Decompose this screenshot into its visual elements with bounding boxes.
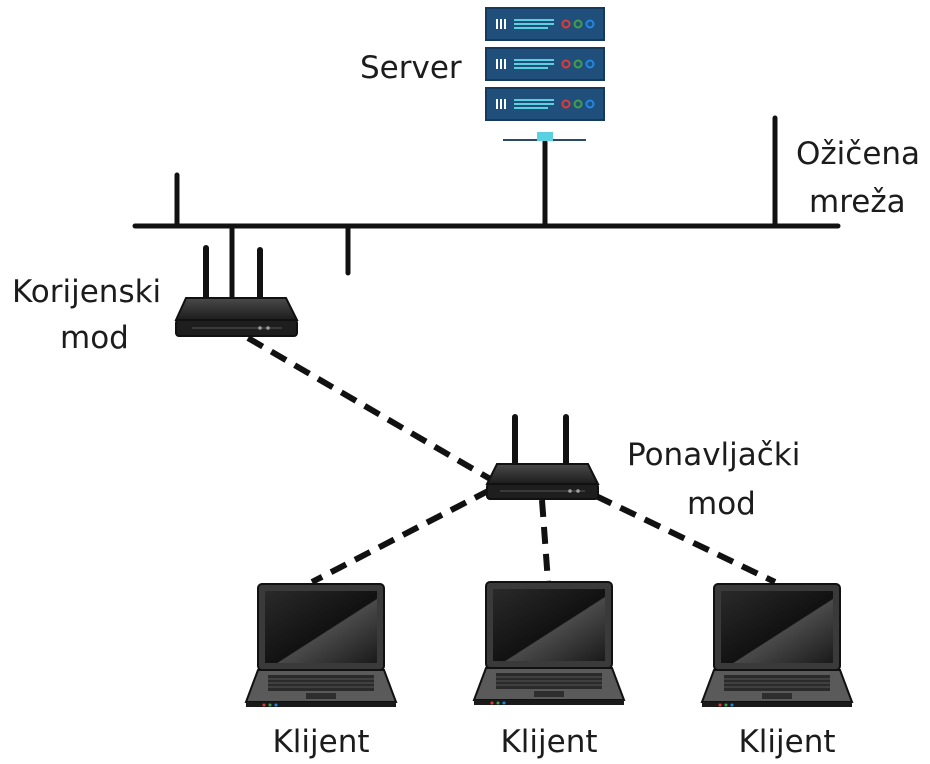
repeater-router-icon [485, 414, 600, 500]
root-router-icon [174, 245, 299, 337]
wired-network-label-line2: mreža [809, 184, 906, 220]
wired-network [132, 115, 841, 303]
wireless-links [246, 335, 777, 585]
repeater-mode-label-line1: Ponavljački [627, 437, 801, 473]
laptop-icon [245, 583, 397, 708]
laptop-icon [473, 581, 625, 706]
repeater-mode-label-line2: mod [687, 486, 756, 522]
link-repeater-client-2 [539, 499, 551, 583]
client-label: Klijent [272, 724, 370, 760]
server-rack-icon [485, 7, 605, 141]
root-mode-label-line1: Korijenski [12, 274, 162, 310]
server-label: Server [360, 50, 462, 86]
wired-network-label-line1: Ožičena [796, 136, 921, 172]
client-label: Klijent [738, 724, 836, 760]
root-mode-label-line2: mod [60, 320, 129, 356]
link-repeater-client-3 [594, 493, 777, 585]
link-repeater-client-1 [310, 487, 492, 585]
client-label: Klijent [500, 724, 598, 760]
laptop-icon [701, 583, 853, 708]
link-root-repeater [246, 335, 494, 483]
